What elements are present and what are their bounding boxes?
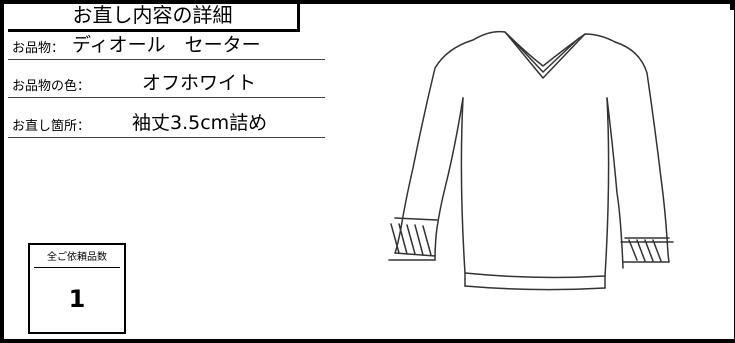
- field-alteration-label: お直し箇所：: [12, 119, 91, 134]
- form-title: お直し内容の詳細: [8, 0, 300, 32]
- item-count-value: 1: [68, 285, 86, 313]
- field-item-label: お品物：: [12, 41, 65, 56]
- field-color-value: オフホワイト: [142, 72, 257, 94]
- field-item: お品物： ディオール セーター: [8, 32, 325, 60]
- item-count-label: 全ご依頼品数: [34, 249, 120, 268]
- sweater-illustration: [388, 30, 674, 291]
- field-color: お品物の色： オフホワイト: [8, 70, 325, 98]
- field-alteration: お直し箇所： 袖丈3.5cm詰め: [8, 110, 325, 138]
- field-alteration-value: 袖丈3.5cm詰め: [132, 112, 268, 134]
- field-item-value: ディオール セーター: [72, 34, 261, 56]
- frame-corner: [730, 0, 735, 10]
- field-color-label: お品物の色：: [12, 79, 91, 94]
- item-count-box: 全ご依頼品数 1: [28, 243, 126, 334]
